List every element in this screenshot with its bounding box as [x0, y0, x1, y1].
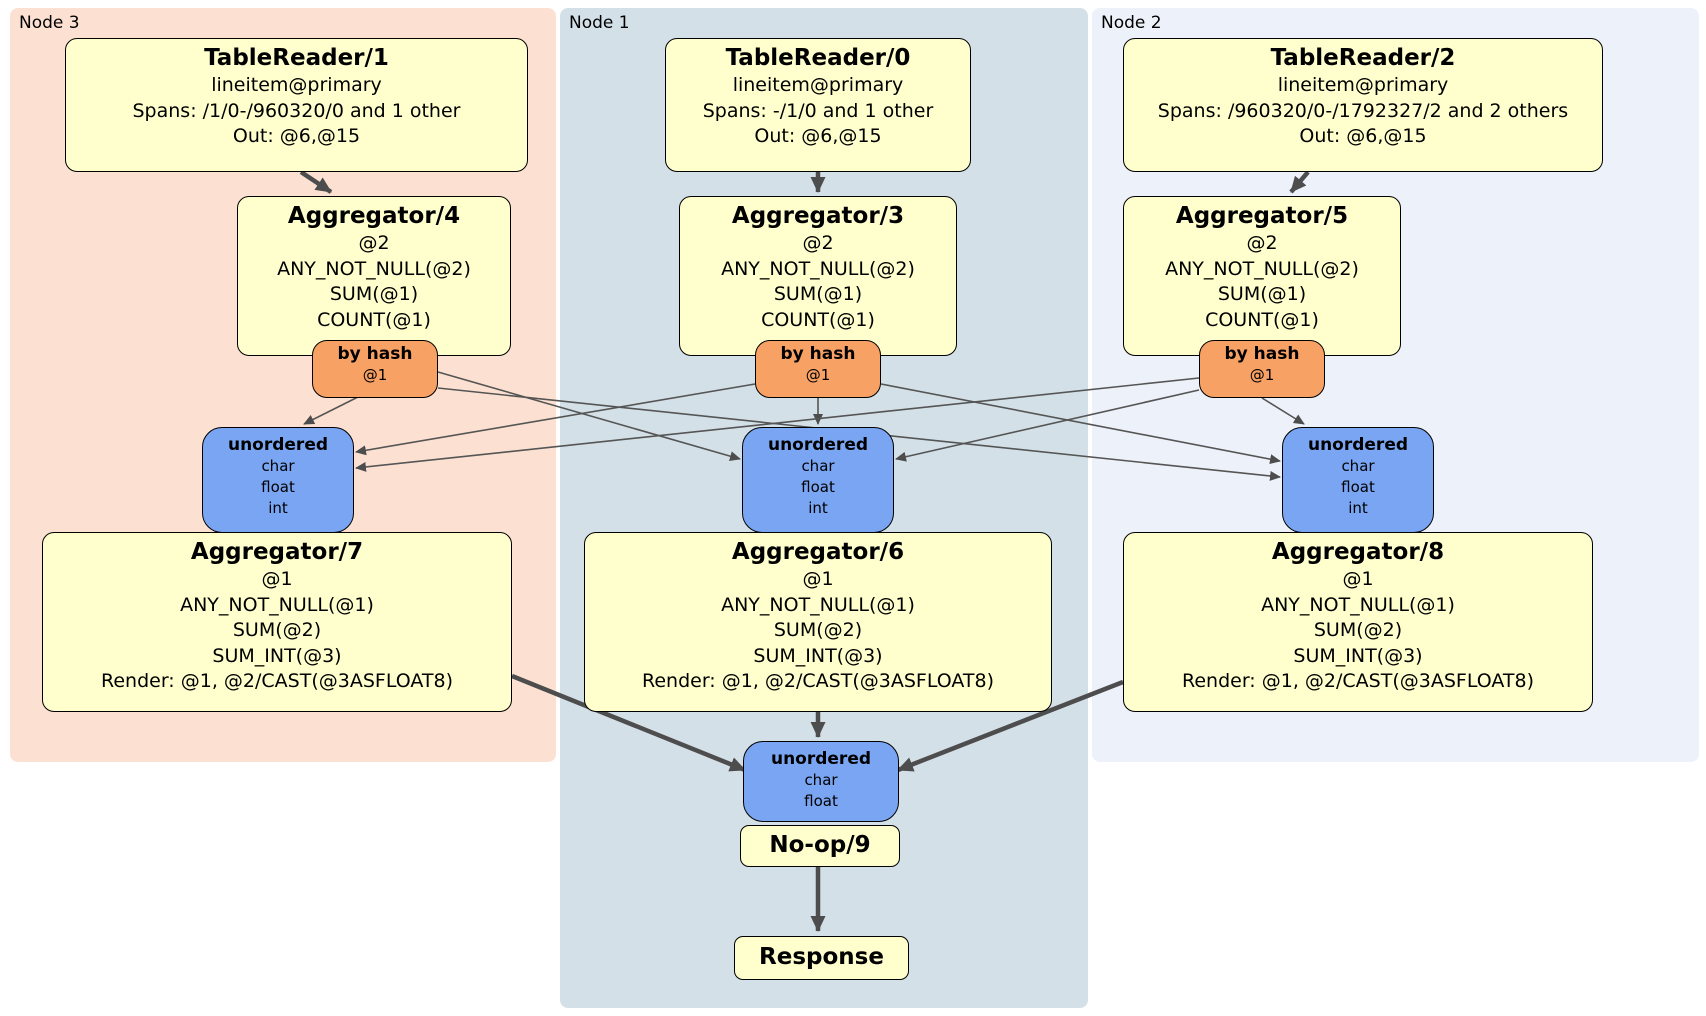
unordered-sync-right-details: char float int [1341, 457, 1375, 517]
tablereader-1-details: lineitem@primary Spans: /1/0-/960320/0 a… [132, 74, 461, 148]
unordered-sync-middle: unordered char float int [742, 427, 894, 533]
aggregator-8-node: Aggregator/8 @1 ANY_NOT_NULL(@1) SUM(@2)… [1123, 532, 1593, 712]
tablereader-1-title: TableReader/1 [204, 45, 389, 71]
unordered-sync-final-details: char float [804, 771, 838, 810]
aggregator-5-node: Aggregator/5 @2 ANY_NOT_NULL(@2) SUM(@1)… [1123, 196, 1401, 356]
aggregator-6-title: Aggregator/6 [731, 539, 905, 565]
by-hash-router-3-details: @1 [805, 366, 831, 385]
no-op-9-title: No-op/9 [769, 832, 871, 859]
aggregator-8-title: Aggregator/8 [1271, 539, 1445, 565]
unordered-sync-left-details: char float int [261, 457, 295, 517]
aggregator-6-details: @1 ANY_NOT_NULL(@1) SUM(@2) SUM_INT(@3) … [642, 568, 994, 693]
tablereader-0-node: TableReader/0 lineitem@primary Spans: -/… [665, 38, 971, 172]
by-hash-router-4: by hash @1 [312, 340, 438, 398]
unordered-sync-final: unordered char float [743, 741, 899, 822]
by-hash-router-4-details: @1 [362, 366, 388, 385]
by-hash-router-5-title: by hash [1224, 344, 1300, 364]
by-hash-router-5: by hash @1 [1199, 340, 1325, 398]
unordered-sync-right-title: unordered [1307, 435, 1409, 455]
by-hash-router-3: by hash @1 [755, 340, 881, 398]
unordered-sync-left: unordered char float int [202, 427, 354, 533]
aggregator-4-details: @2 ANY_NOT_NULL(@2) SUM(@1) COUNT(@1) [277, 232, 471, 331]
aggregator-4-node: Aggregator/4 @2 ANY_NOT_NULL(@2) SUM(@1)… [237, 196, 511, 356]
aggregator-3-title: Aggregator/3 [731, 203, 905, 229]
by-hash-router-4-title: by hash [337, 344, 413, 364]
by-hash-router-5-details: @1 [1249, 366, 1275, 385]
aggregator-7-node: Aggregator/7 @1 ANY_NOT_NULL(@1) SUM(@2)… [42, 532, 512, 712]
tablereader-0-title: TableReader/0 [725, 45, 911, 71]
tablereader-2-node: TableReader/2 lineitem@primary Spans: /9… [1123, 38, 1603, 172]
flow-edges [299, 170, 1310, 932]
aggregator-6-node: Aggregator/6 @1 ANY_NOT_NULL(@1) SUM(@2)… [584, 532, 1052, 712]
tablereader-1-node: TableReader/1 lineitem@primary Spans: /1… [65, 38, 528, 172]
unordered-sync-right: unordered char float int [1282, 427, 1434, 533]
unordered-sync-final-title: unordered [770, 749, 872, 769]
response-title: Response [759, 944, 884, 971]
tablereader-2-title: TableReader/2 [1270, 45, 1456, 71]
aggregator-4-title: Aggregator/4 [287, 203, 461, 229]
by-hash-router-3-title: by hash [780, 344, 856, 364]
no-op-9-node: No-op/9 [740, 825, 900, 867]
node1-label: Node 1 [569, 13, 630, 33]
aggregator-5-title: Aggregator/5 [1175, 203, 1349, 229]
aggregator-5-details: @2 ANY_NOT_NULL(@2) SUM(@1) COUNT(@1) [1165, 232, 1359, 331]
unordered-sync-middle-details: char float int [801, 457, 835, 517]
aggregator-7-details: @1 ANY_NOT_NULL(@1) SUM(@2) SUM_INT(@3) … [101, 568, 453, 693]
tablereader-0-details: lineitem@primary Spans: -/1/0 and 1 othe… [702, 74, 934, 148]
unordered-sync-left-title: unordered [227, 435, 329, 455]
unordered-sync-middle-title: unordered [767, 435, 869, 455]
aggregator-3-details: @2 ANY_NOT_NULL(@2) SUM(@1) COUNT(@1) [721, 232, 915, 331]
aggregator-3-node: Aggregator/3 @2 ANY_NOT_NULL(@2) SUM(@1)… [679, 196, 957, 356]
aggregator-8-details: @1 ANY_NOT_NULL(@1) SUM(@2) SUM_INT(@3) … [1182, 568, 1534, 693]
node3-label: Node 3 [19, 13, 80, 33]
node2-label: Node 2 [1101, 13, 1162, 33]
response-node: Response [734, 936, 909, 980]
tablereader-2-details: lineitem@primary Spans: /960320/0-/17923… [1157, 74, 1569, 148]
aggregator-7-title: Aggregator/7 [190, 539, 364, 565]
